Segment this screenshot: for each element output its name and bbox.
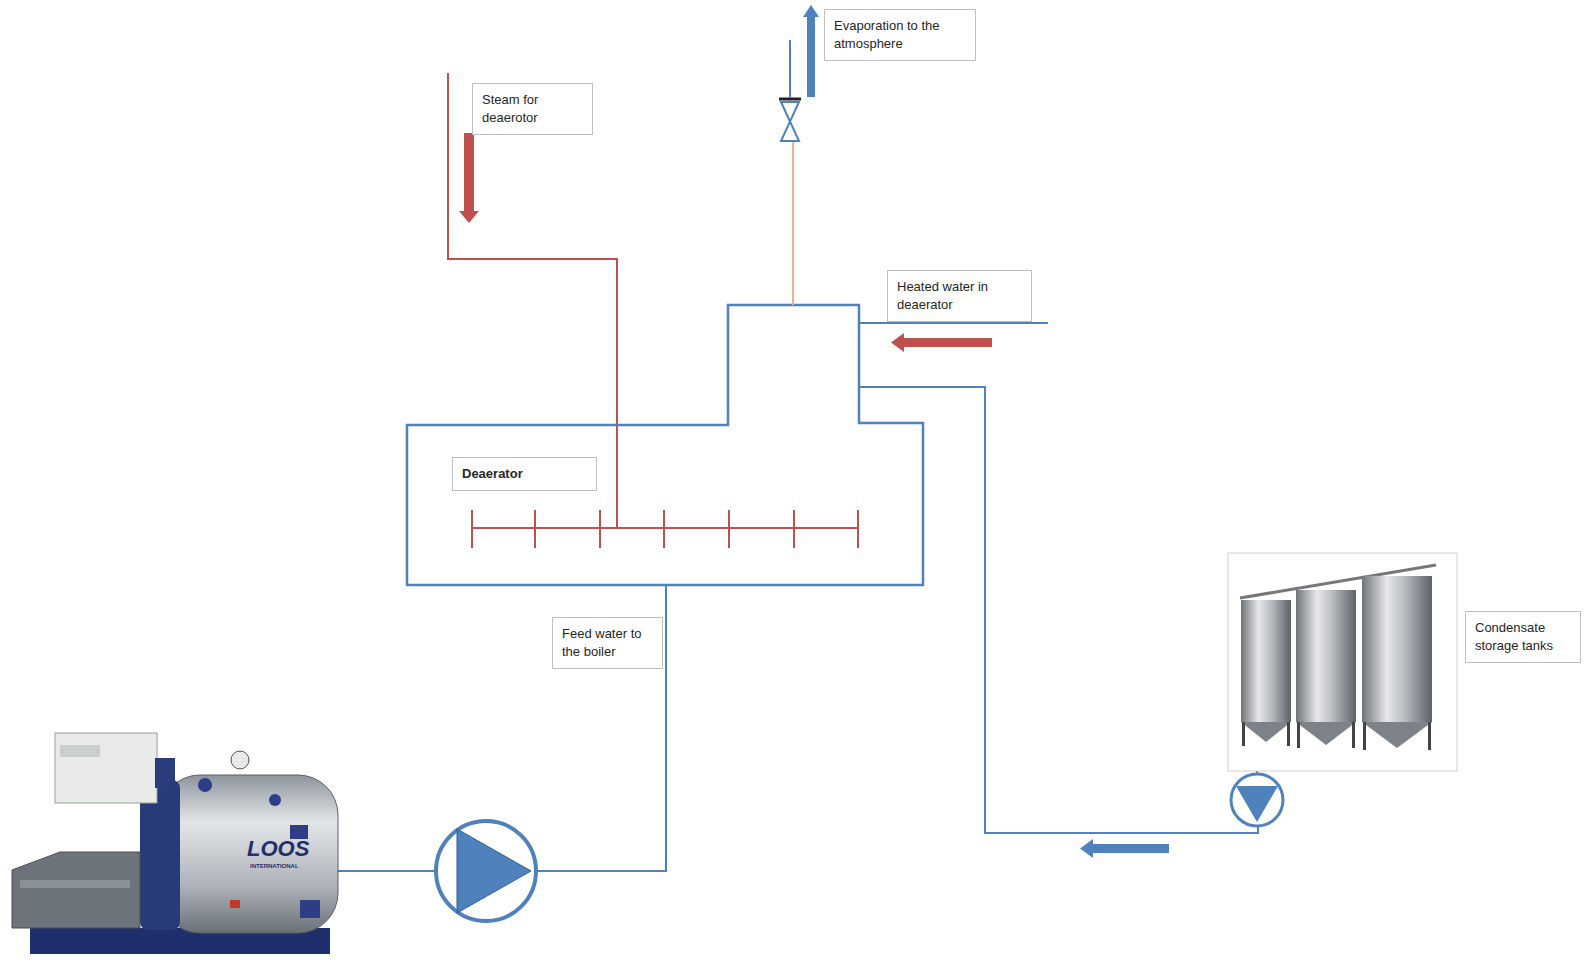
box-text: Deaerator [462,465,587,483]
callout-box: Evaporation to the atmosphere [824,9,976,61]
condensate-pipe [859,387,1258,833]
vent-valve [779,99,801,141]
steam-arrow [459,133,479,223]
feed-water-pipe [537,585,666,871]
heated-water-pipe [859,322,1048,324]
heated-water-arrow [891,333,992,352]
vent-outlet [789,40,791,98]
brand-name: LOOS [247,838,309,860]
vessel-label: Deaerator [452,457,597,491]
boiler-picture [12,733,338,954]
condensate-arrow [1080,839,1169,858]
callout-box: Heated water in deaerator [887,270,1032,322]
condensate-pump [1231,774,1283,826]
feed-water-pipe [338,870,435,872]
feed-pump [436,821,536,921]
callout-box: Condensate storage tanks [1465,611,1581,663]
box-text: Feed water to the boiler [562,625,653,661]
brand-subtitle: INTERNATIONAL [250,863,299,869]
evaporation-arrow [803,5,819,97]
vent-pipe [792,142,794,305]
box-text: Condensate storage tanks [1475,619,1571,655]
callout-box: Feed water to the boiler [552,617,663,669]
deaerator-vessel [407,305,923,585]
box-text: Evaporation to the atmosphere [834,17,966,53]
box-text: Steam for deaerotor [482,91,583,127]
callout-box: Steam for deaerotor [472,83,593,135]
storage-tanks-picture [1228,553,1457,771]
box-text: Heated water in deaerator [897,278,1022,314]
steam-pipe [448,73,858,548]
